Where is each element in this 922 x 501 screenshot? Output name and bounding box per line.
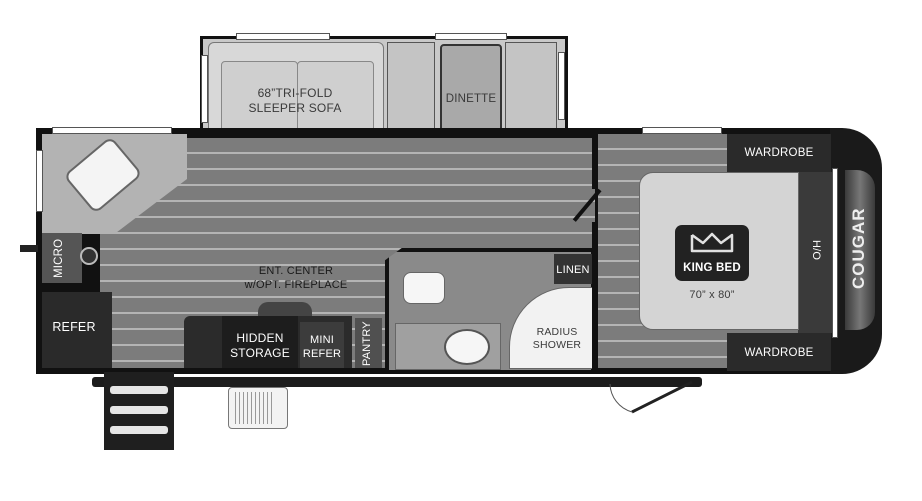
hatch-icon — [228, 387, 288, 429]
window-kitchen-top — [52, 127, 172, 134]
entry-steps-icon — [104, 372, 174, 450]
pantry — [355, 318, 382, 368]
wardrobe-top-label: WARDROBE — [744, 147, 814, 159]
refer-label: REFER — [52, 320, 96, 334]
micro — [42, 233, 82, 283]
window-slideout-side-r — [558, 52, 565, 120]
wardrobe-top — [727, 134, 831, 172]
king-bed-badge: KING BED — [675, 225, 749, 281]
window-bedroom — [642, 127, 722, 134]
pantry-label: PANTRY — [361, 321, 373, 367]
hidden-storage-label: HIDDEN STORAGE — [230, 331, 290, 360]
window-slideout-left — [236, 33, 330, 40]
window-slideout-side — [201, 55, 208, 123]
ho-label: H/O — [810, 239, 822, 261]
window-kitchen-side — [36, 150, 43, 212]
ho-cabinet — [798, 172, 832, 333]
mini-refer-label: MINI REFER — [302, 334, 342, 360]
ent-center-label: ENT. CENTER w/OPT. FIREPLACE — [244, 265, 348, 291]
bedroom-wall — [592, 134, 598, 189]
window-front — [832, 168, 838, 338]
linen — [554, 254, 592, 284]
hitch-stub — [20, 245, 38, 252]
sink-icon — [444, 329, 490, 365]
toilet-icon — [403, 272, 445, 304]
bedroom-wall-lower — [592, 222, 598, 370]
side-rail — [92, 377, 702, 387]
sofa-label: 68”TRI-FOLD SLEEPER SOFA — [248, 86, 342, 115]
cougar-logo-panel — [845, 170, 875, 330]
door-swing-icon — [609, 380, 693, 414]
mini-refer — [300, 322, 344, 368]
king-bed-label: KING BED — [683, 262, 741, 274]
king-bed-size: 70” x 80” — [689, 289, 735, 301]
wardrobe-bottom-label: WARDROBE — [744, 347, 814, 359]
cougar-logo: COUGAR — [849, 207, 868, 289]
dinette-label: DINETTE — [445, 93, 497, 105]
micro-label: MICRO — [53, 238, 65, 278]
linen-label: LINEN — [556, 264, 590, 276]
fireplace-icon — [258, 302, 312, 316]
window-slideout-mid — [435, 33, 507, 40]
crown-icon — [690, 232, 734, 253]
refer — [42, 292, 112, 368]
wardrobe-bottom — [727, 333, 831, 371]
stove-icon — [80, 247, 98, 265]
shower-label: RADIUS SHOWER — [532, 326, 582, 352]
hidden-storage — [222, 316, 298, 368]
